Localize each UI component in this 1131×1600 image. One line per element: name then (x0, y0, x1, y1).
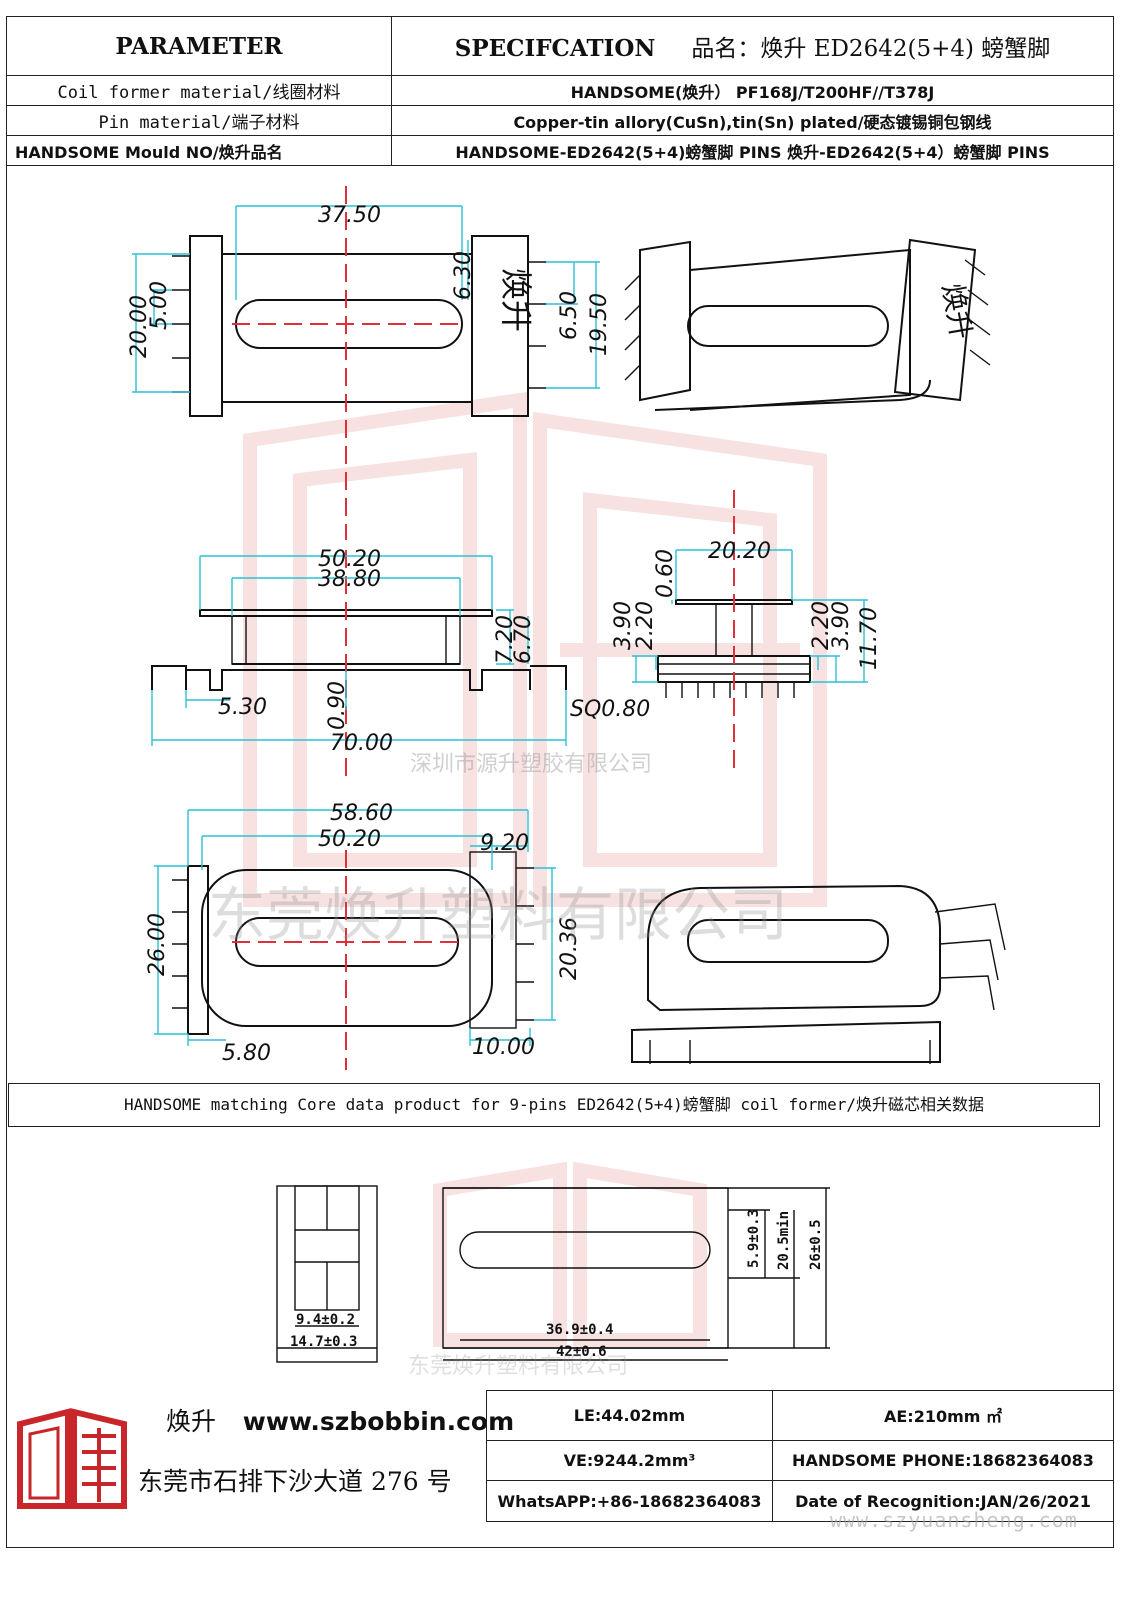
spec-heading-cell: SPECIFCATION 品名：焕升 ED2642(5+4) 螃蟹脚 (391, 16, 1114, 76)
top-view: 焕升 37.50 20.00 5.00 6.30 6.50 19.50 (127, 186, 612, 540)
dim-top-pitch-right: 6.50 (557, 291, 582, 340)
dim-end-right-h1: 2.20 (809, 601, 834, 650)
spec-header-table: PARAMETER SPECIFCATION 品名：焕升 ED2642(5+4)… (6, 16, 1114, 166)
specification-heading: SPECIFCATION (454, 35, 656, 62)
end-view: 20.20 0.60 3.90 2.20 2.20 3.90 11.70 (611, 490, 882, 770)
core-overall-l: 42±0.6 (556, 1344, 607, 1360)
core-end-view: 9.4±0.2 14.7±0.3 (276, 1185, 378, 1363)
dim-overall: 70.00 (330, 731, 393, 756)
company-address: 东莞市石排下沙大道 276 号 (138, 1467, 452, 1496)
core-parameters-table: LE:44.02mm AE:210mm ㎡ VE:9244.2mm³ HANDS… (486, 1390, 1114, 1522)
watermark-company-2: 东莞焕升塑料有限公司 (208, 881, 789, 949)
dim-top-right-span: 19.50 (587, 293, 612, 356)
dim-bottom-height: 26.00 (145, 913, 170, 976)
website-link[interactable]: www.szbobbin.com (242, 1407, 515, 1436)
dim-pin-sq: SQ0.80 (570, 697, 650, 722)
param-ve: VE:9244.2mm³ (486, 1439, 773, 1482)
core-h2: 20.5min (776, 1211, 792, 1270)
dim-pin-offset: 5.30 (218, 695, 267, 720)
core-leg-w: 9.4±0.2 (296, 1312, 355, 1328)
dim-bottom-right-w: 9.20 (480, 831, 529, 856)
core-h1: 5.9±0.3 (746, 1209, 762, 1268)
core-side-view: 36.9±0.4 42±0.6 5.9±0.3 20.5min 26±0.5 (442, 1187, 830, 1361)
watermark-company-3: 东莞焕升塑料有限公司 (408, 1354, 629, 1379)
dim-bottom-inner: 50.20 (318, 827, 381, 852)
footer: 焕升 www.szbobbin.com 东莞市石排下沙大道 276 号 LE:4… (6, 1390, 1114, 1522)
dim-flange-outer: 50.20 (318, 547, 381, 572)
dim-end-left-h1: 3.90 (611, 601, 636, 650)
watermark-company-1: 深圳市源升塑胶有限公司 (410, 752, 653, 777)
dim-end-right-h2: 3.90 (829, 601, 854, 650)
coil-material-label: Coil former material/线圈材料 (6, 75, 392, 106)
product-name: 品名：焕升 ED2642(5+4) 螃蟹脚 (691, 36, 1051, 62)
core-window-w: 36.9±0.4 (546, 1322, 613, 1338)
core-h3: 26±0.5 (808, 1219, 824, 1270)
core-data-caption: HANDSOME matching Core data product for … (8, 1083, 1100, 1127)
dim-base-thick: 0.90 (325, 681, 350, 730)
dim-flange-h2: 6.70 (511, 615, 536, 664)
param-le: LE:44.02mm (486, 1390, 773, 1441)
param-ae: AE:210mm ㎡ (772, 1390, 1114, 1441)
dim-end-total-h: 11.70 (857, 607, 882, 670)
side-view: 50.20 38.80 7.20 6.70 5.30 0.90 70.00 SQ… (151, 547, 650, 780)
coil-material-value: HANDSOME(焕升） PF168J/T200HF//T378J (391, 75, 1114, 106)
dim-flange-inner: 38.80 (318, 567, 381, 592)
contact-whatsapp: WhatsAPP:+86-18682364083 (486, 1480, 773, 1522)
bottom-view: 58.60 50.20 9.20 26.00 20.36 5.80 10.00 (145, 801, 582, 1070)
dim-end-top-thick: 0.60 (653, 549, 678, 598)
iso-view-bottom (631, 884, 1006, 1064)
dim-end-left-h2: 2.20 (633, 601, 658, 650)
brand-name: 焕升 (166, 1407, 217, 1436)
watermark-url: www.szyuansheng.com (830, 1508, 1078, 1532)
top-mark: 焕升 (497, 268, 535, 332)
mould-no-label: HANDSOME Mould NO/焕升品名 (6, 135, 392, 166)
dim-top-right-offset: 6.30 (451, 251, 476, 300)
dim-top-pitch-left: 5.00 (147, 281, 172, 330)
recognition-date: Date of Recognition:JAN/26/2021 (772, 1480, 1114, 1522)
core-total-w: 14.7±0.3 (290, 1334, 357, 1350)
dim-top-width: 37.50 (318, 203, 381, 228)
dim-bottom-pin-span: 20.36 (557, 917, 582, 980)
iso-view-top: 焕升 (624, 238, 991, 411)
brand-line: 焕升 www.szbobbin.com (166, 1402, 514, 1438)
dim-end-width: 20.20 (708, 539, 771, 564)
dim-top-height: 20.00 (127, 295, 152, 358)
dim-bottom-pin-offset: 5.80 (222, 1041, 271, 1066)
dim-bottom-right-bottom: 10.00 (472, 1035, 535, 1060)
pin-material-label: Pin material/端子材料 (6, 105, 392, 136)
mould-no-value: HANDSOME-ED2642(5+4)螃蟹脚 PINS 焕升-ED2642(5… (391, 135, 1114, 166)
dim-flange-h1: 7.20 (493, 615, 518, 664)
company-logo (17, 1408, 127, 1509)
dim-bottom-overall: 58.60 (330, 801, 393, 826)
contact-phone: HANDSOME PHONE:18682364083 (772, 1439, 1114, 1482)
